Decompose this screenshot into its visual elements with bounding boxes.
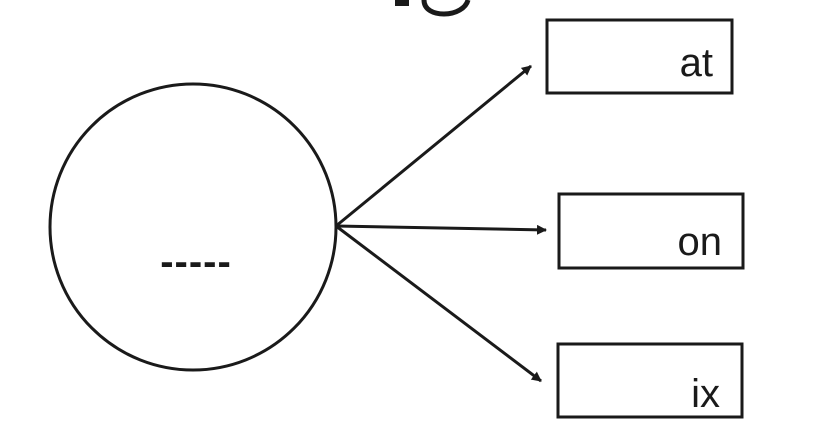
- target-box-ix-frame: [556, 342, 744, 419]
- target-box-on-label: on: [678, 220, 723, 264]
- target-box-at-frame: [545, 18, 734, 95]
- target-box-ix: ix: [556, 342, 744, 419]
- arrow-to-ix: [335, 224, 542, 383]
- center-circle: [48, 82, 338, 372]
- center-blank-label: -----: [160, 240, 232, 284]
- cropped-heading-fragment: [395, 0, 471, 17]
- target-box-ix-label: ix: [691, 372, 720, 416]
- arrow-to-on: [335, 224, 547, 235]
- arrow-to-at: [335, 64, 532, 228]
- target-box-at-label: at: [680, 41, 713, 85]
- target-box-at: at: [545, 18, 734, 95]
- target-box-on-frame: [557, 192, 745, 270]
- target-box-on: on: [557, 192, 745, 270]
